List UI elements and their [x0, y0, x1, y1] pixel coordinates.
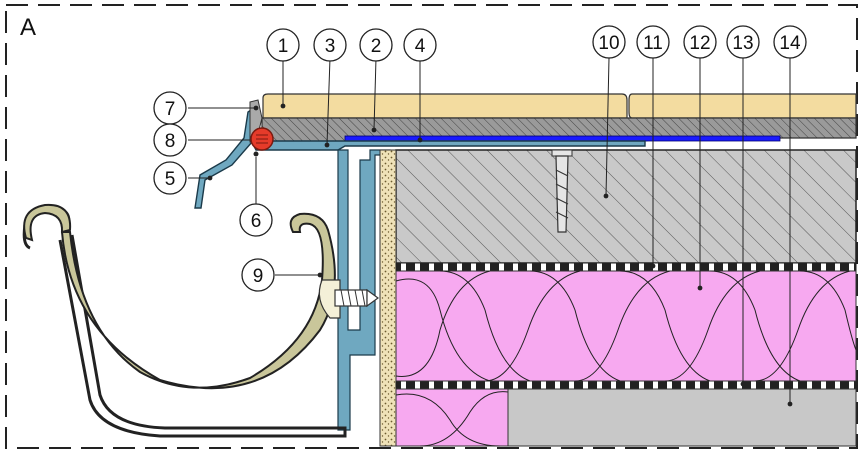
anchor-dowel [551, 149, 573, 233]
wall-board [379, 149, 397, 447]
callout-label-9: 9 [253, 266, 264, 287]
callout-label-1: 1 [278, 36, 289, 57]
callout-label-7: 7 [165, 99, 176, 120]
callout-circle-4 [403, 28, 437, 62]
concrete-slab [395, 149, 857, 264]
callout-circle-2 [359, 28, 393, 62]
callout-circle-8 [153, 123, 187, 157]
callout-label-12: 12 [689, 33, 710, 54]
dashed-border [5, 4, 858, 449]
callout-label-10: 10 [598, 33, 619, 54]
lower-concrete [507, 388, 857, 447]
callout-circle-14 [773, 25, 807, 59]
insulation-pattern [395, 270, 857, 382]
callout-label-11: 11 [643, 33, 663, 54]
insulation-layer [395, 270, 857, 382]
callout-label-3: 3 [325, 36, 336, 57]
fixing-point [253, 151, 259, 157]
leader-dots [207, 103, 793, 407]
lower-insulation [395, 388, 509, 447]
callout-circle-9 [241, 258, 275, 292]
panel-label: A [20, 14, 37, 41]
callout-circle-1 [266, 28, 300, 62]
callout-circle-6 [239, 203, 273, 237]
callout-label-13: 13 [732, 33, 753, 54]
callout-circle-5 [153, 161, 187, 195]
callout-label-4: 4 [415, 36, 426, 57]
separation-layer-upper [395, 262, 857, 272]
callout-label-2: 2 [371, 36, 382, 57]
callout-circle-10 [592, 25, 626, 59]
gutter-bolt [318, 279, 380, 319]
coping-tile-1 [262, 93, 628, 119]
callout-label-6: 6 [251, 211, 262, 232]
callout-label-14: 14 [779, 33, 801, 54]
callout-circle-11 [636, 25, 670, 59]
callout-circle-12 [683, 25, 717, 59]
leader-lines [188, 57, 791, 404]
gutter-body [60, 212, 336, 390]
waterproof-membrane [344, 135, 781, 142]
separation-layer-lower [395, 380, 857, 390]
callout-label-5: 5 [165, 169, 176, 190]
callout-circle-3 [313, 28, 347, 62]
callout-label-8: 8 [165, 131, 176, 152]
gutter-outer [22, 206, 347, 438]
callout-circle-13 [726, 25, 760, 59]
